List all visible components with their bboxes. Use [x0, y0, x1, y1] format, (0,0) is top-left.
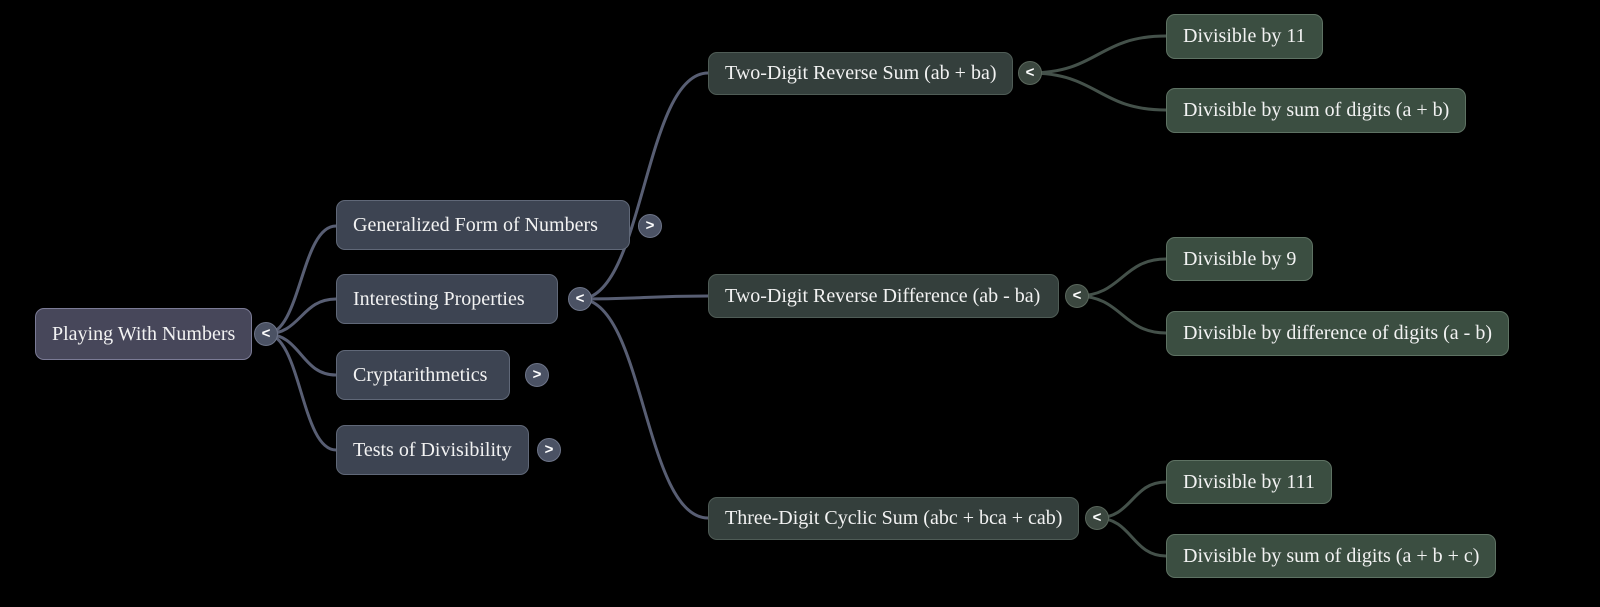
- toggle-two-digit-reverse-sum[interactable]: <: [1018, 61, 1042, 85]
- toggle-playing-with-numbers[interactable]: <: [254, 322, 278, 346]
- toggle-two-digit-reverse-difference[interactable]: <: [1065, 284, 1089, 308]
- edge-reverse-difference-to-divisible-by-9: [1075, 257, 1168, 298]
- node-two-digit-reverse-difference[interactable]: Two-Digit Reverse Difference (ab - ba): [708, 274, 1059, 318]
- node-divisible-by-sum-of-digits-ab[interactable]: Divisible by sum of digits (a + b): [1166, 88, 1467, 133]
- toggle-three-digit-cyclic-sum[interactable]: <: [1085, 506, 1109, 530]
- edge-reverse-sum-to-divisible-by-11: [1028, 34, 1168, 75]
- node-tests-of-divisibility[interactable]: Tests of Divisibility: [336, 425, 529, 475]
- node-divisible-by-111[interactable]: Divisible by 111: [1166, 460, 1332, 504]
- node-two-digit-reverse-sum[interactable]: Two-Digit Reverse Sum (ab + ba): [708, 52, 1014, 95]
- toggle-interesting-properties[interactable]: <: [568, 287, 592, 311]
- edge-reverse-sum-to-divisible-by-sum-ab: [1028, 71, 1168, 112]
- toggle-generalized-form-of-numbers[interactable]: >: [638, 214, 662, 238]
- edge-interesting-to-cyclic-sum: [578, 297, 710, 520]
- edge-interesting-to-reverse-difference: [578, 294, 710, 301]
- node-divisible-by-sum-of-digits-abc[interactable]: Divisible by sum of digits (a + b + c): [1166, 534, 1497, 578]
- edge-reverse-difference-to-divisible-by-difference-ab: [1075, 294, 1168, 335]
- node-divisible-by-9[interactable]: Divisible by 9: [1166, 237, 1314, 281]
- toggle-cryptarithmetics[interactable]: >: [525, 363, 549, 387]
- edge-root-to-tests-of-divisibility: [264, 332, 338, 452]
- node-interesting-properties[interactable]: Interesting Properties: [336, 274, 558, 324]
- node-playing-with-numbers[interactable]: Playing With Numbers: [35, 308, 253, 360]
- toggle-tests-of-divisibility[interactable]: >: [537, 438, 561, 462]
- edge-interesting-to-reverse-sum: [578, 71, 710, 301]
- node-generalized-form-of-numbers[interactable]: Generalized Form of Numbers: [336, 200, 630, 250]
- edge-root-to-cryptarithmetics: [264, 332, 338, 377]
- node-divisible-by-11[interactable]: Divisible by 11: [1166, 14, 1323, 59]
- node-divisible-by-difference-of-digits-ab[interactable]: Divisible by difference of digits (a - b…: [1166, 311, 1509, 356]
- node-three-digit-cyclic-sum[interactable]: Three-Digit Cyclic Sum (abc + bca + cab): [708, 497, 1080, 540]
- node-cryptarithmetics[interactable]: Cryptarithmetics: [336, 350, 510, 400]
